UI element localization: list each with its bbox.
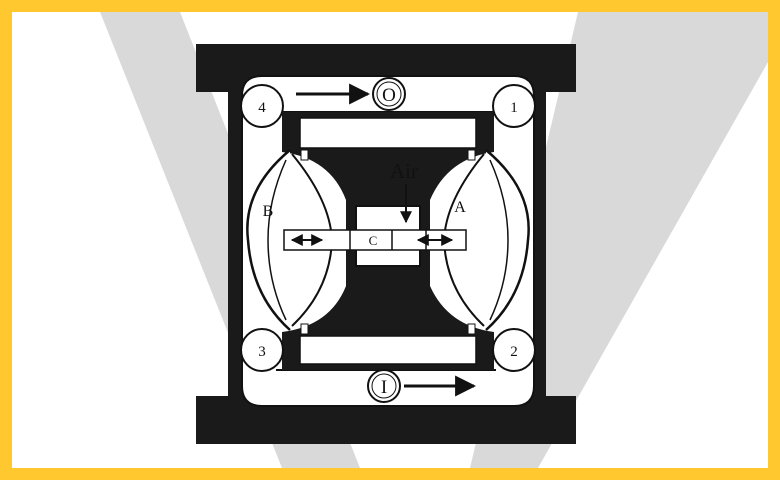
bolt-icon bbox=[300, 323, 309, 335]
connecting-shaft bbox=[283, 229, 467, 251]
check-valve-4: 4 bbox=[240, 84, 284, 128]
check-valve-label: 3 bbox=[258, 344, 266, 360]
bolt-icon bbox=[467, 323, 476, 335]
chamber-a-label: A bbox=[454, 199, 466, 216]
check-valve-label: 2 bbox=[510, 344, 518, 360]
outlet-label: O bbox=[382, 85, 396, 106]
bolt-icon bbox=[300, 149, 309, 161]
bolt-icon bbox=[467, 149, 476, 161]
check-valve-3: 3 bbox=[240, 328, 284, 372]
inlet-port: I bbox=[367, 369, 477, 403]
center-valve-label: C bbox=[369, 233, 378, 248]
check-valve-label: 1 bbox=[510, 100, 518, 116]
check-valve-2: 2 bbox=[492, 328, 536, 372]
outlet-port: O bbox=[296, 77, 406, 111]
chamber-b-label: B bbox=[263, 203, 274, 220]
check-valve-label: 4 bbox=[258, 100, 266, 116]
check-valve-1: 1 bbox=[492, 84, 536, 128]
air-label: Air bbox=[390, 159, 418, 183]
inlet-label: I bbox=[381, 377, 387, 398]
